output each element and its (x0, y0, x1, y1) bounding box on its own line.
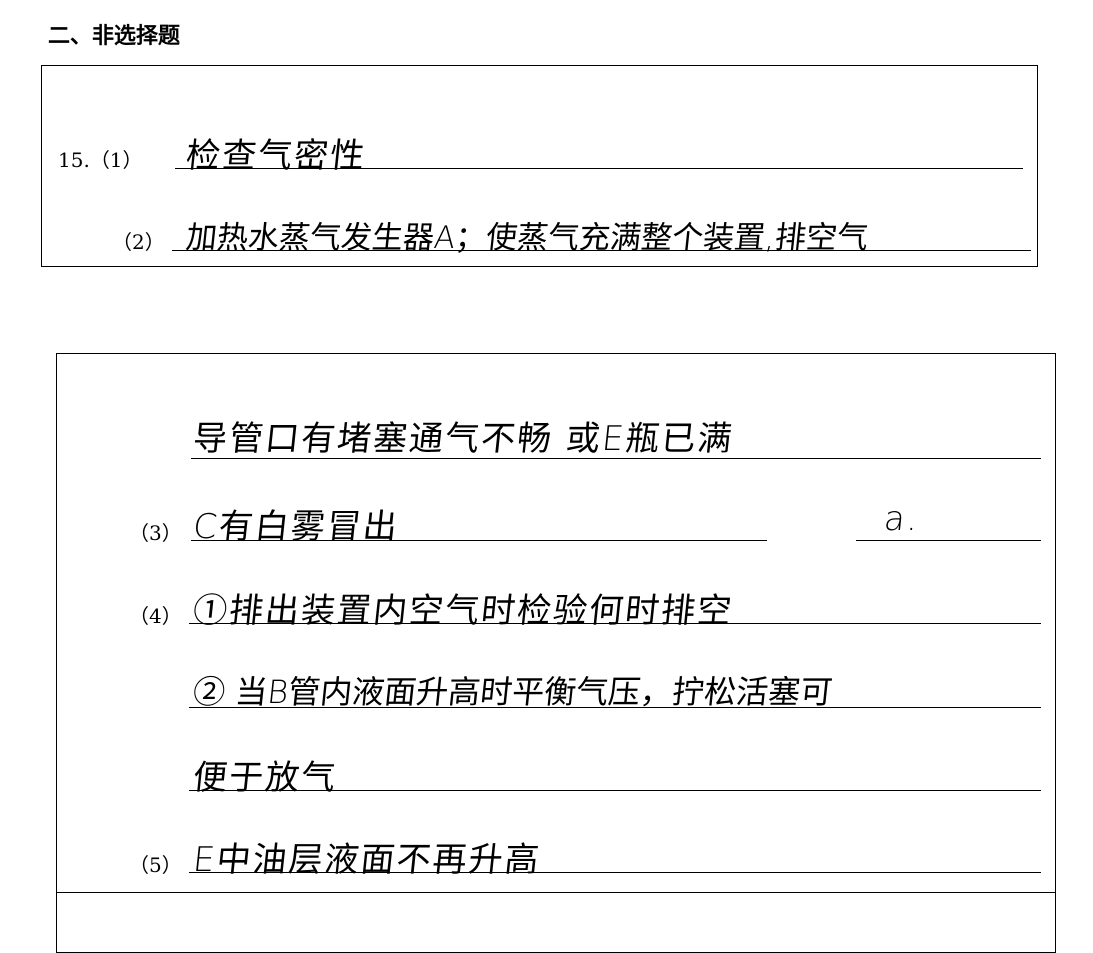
answer-line (189, 623, 1041, 624)
box-divider (57, 892, 1055, 893)
part-5-answer: E中油层液面不再升高 (191, 840, 543, 880)
answer-line (172, 250, 1031, 251)
answer-line (189, 707, 1041, 708)
section-title: 二、非选择题 (48, 24, 181, 49)
part-3-answer-2: a. (882, 499, 922, 539)
answer-line (191, 458, 1041, 459)
part-4-answer-3: 便于放气 (191, 758, 340, 798)
part-5-label: （5） (129, 853, 182, 877)
answer-box-2: 导管口有堵塞通气不畅 或E瓶已满 （3） C有白雾冒出 a. （4） ①排出装置… (56, 353, 1056, 953)
part-2-continued-answer: 导管口有堵塞通气不畅 或E瓶已满 (191, 419, 736, 459)
answer-line (189, 872, 1041, 873)
question-number-label: 15.（1） (58, 144, 143, 173)
answer-line (191, 540, 767, 541)
answer-line (856, 540, 1041, 541)
part-1-answer: 检查气密性 (184, 136, 369, 176)
part-2-label: （2） (112, 230, 165, 254)
part-4-label: （4） (129, 604, 182, 628)
question-number: 15. (58, 148, 90, 172)
part-1-label: （1） (89, 148, 143, 172)
part-4-answer-1: ①排出装置内空气时检验何时排空 (191, 591, 736, 631)
answer-box-1: 15.（1） 检查气密性 （2） 加热水蒸气发生器A；使蒸气充满整个装置,排空气 (41, 65, 1038, 267)
answer-line (175, 168, 1023, 169)
answer-line (189, 790, 1041, 791)
part-3-label: （3） (129, 521, 182, 545)
